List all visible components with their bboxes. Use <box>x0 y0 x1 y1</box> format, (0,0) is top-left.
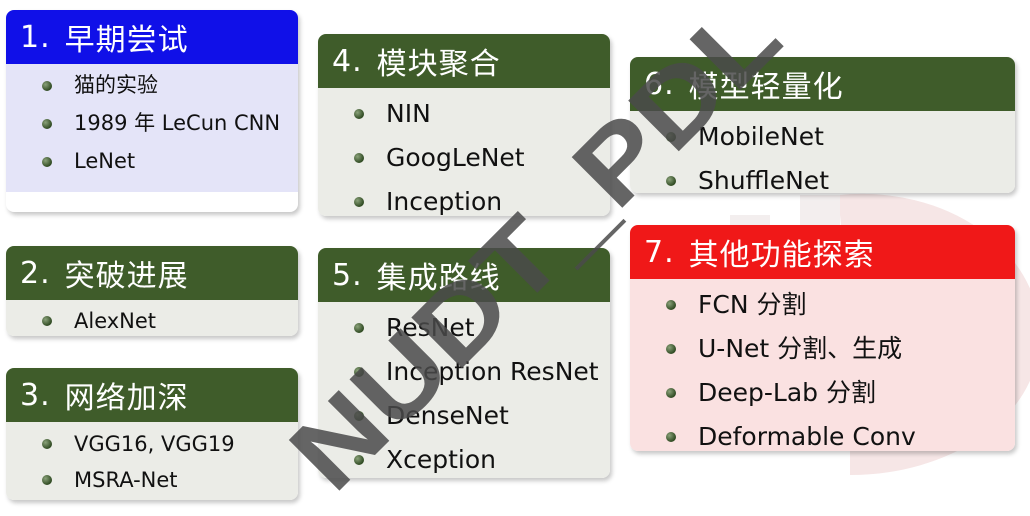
item-text: Xception <box>386 445 497 474</box>
block-ensemble-route: 5. 集成路线 ResNet Inception ResNet DenseNet… <box>318 248 610 478</box>
block-title: 模型轻量化 <box>688 70 844 105</box>
block-early-attempts: 1. 早期尝试 猫的实验 1989 年 LeCun CNN LeNet <box>6 10 298 212</box>
item-text: MSRA-Net <box>74 468 178 492</box>
block-title: 突破进展 <box>64 259 189 294</box>
item-text: MobileNet <box>698 122 824 151</box>
bullet-icon <box>666 132 676 142</box>
list-item: Xception <box>352 442 610 478</box>
item-text: Deformable Conv <box>698 422 916 451</box>
block-number: 3. <box>20 377 51 413</box>
bullet-icon <box>354 323 364 333</box>
item-text: U-Net 分割、生成 <box>698 334 903 363</box>
block-title: 早期尝试 <box>64 23 189 58</box>
block-other-explorations: 7. 其他功能探索 FCN 分割 U-Net 分割、生成 Deep-Lab 分割… <box>630 225 1015 451</box>
list-item: MobileNet <box>664 119 1015 155</box>
item-text: Inception <box>386 187 503 216</box>
item-list: MobileNet ShuffleNet <box>630 119 1015 193</box>
item-list: 猫的实验 1989 年 LeCun CNN LeNet <box>6 72 298 175</box>
block-number: 5. <box>332 257 363 293</box>
item-text: NIN <box>386 99 431 128</box>
list-item: U-Net 分割、生成 <box>664 331 1015 367</box>
bullet-icon <box>42 439 52 449</box>
block-title: 模块聚合 <box>376 47 501 82</box>
block-body: NIN GoogLeNet Inception <box>318 88 610 216</box>
block-number: 1. <box>20 19 51 55</box>
block-body: MobileNet ShuffleNet <box>630 111 1015 193</box>
item-text: LeNet <box>74 149 136 173</box>
bullet-icon <box>666 344 676 354</box>
list-item: AlexNet <box>40 308 298 334</box>
block-body: ResNet Inception ResNet DenseNet Xceptio… <box>318 302 610 478</box>
block-breakthrough: 2. 突破进展 AlexNet <box>6 246 298 336</box>
list-item: DenseNet <box>352 398 610 434</box>
bullet-icon <box>42 81 52 91</box>
block-header: 4. 模块聚合 <box>318 34 610 88</box>
item-text: Inception ResNet <box>386 357 599 386</box>
block-lightweight-models: 6. 模型轻量化 MobileNet ShuffleNet <box>630 57 1015 193</box>
block-number: 4. <box>332 43 363 79</box>
bullet-icon <box>666 388 676 398</box>
bullet-icon <box>354 367 364 377</box>
bullet-icon <box>42 475 52 485</box>
item-list: AlexNet <box>6 308 298 334</box>
item-text: ShuffleNet <box>698 166 829 193</box>
item-text: VGG16, VGG19 <box>74 432 235 456</box>
list-item: MSRA-Net <box>40 466 298 494</box>
item-text: FCN 分割 <box>698 290 807 319</box>
list-item: FCN 分割 <box>664 287 1015 323</box>
block-title: 集成路线 <box>376 261 501 296</box>
list-item: Deformable Conv <box>664 419 1015 451</box>
bullet-icon <box>666 176 676 186</box>
item-text: AlexNet <box>74 309 157 333</box>
bullet-icon <box>354 455 364 465</box>
item-text: DenseNet <box>386 401 509 430</box>
block-header: 5. 集成路线 <box>318 248 610 302</box>
item-list: FCN 分割 U-Net 分割、生成 Deep-Lab 分割 Deformabl… <box>630 287 1015 451</box>
bullet-icon <box>354 153 364 163</box>
block-body: AlexNet <box>6 300 298 336</box>
item-text: Deep-Lab 分割 <box>698 378 876 407</box>
item-text: GoogLeNet <box>386 143 525 172</box>
block-title: 网络加深 <box>64 381 189 416</box>
block-header: 3. 网络加深 <box>6 368 298 422</box>
list-item: VGG16, VGG19 <box>40 430 298 458</box>
bullet-icon <box>354 411 364 421</box>
list-item: NIN <box>352 96 610 132</box>
list-item: Inception ResNet <box>352 354 610 390</box>
block-number: 6. <box>644 66 675 102</box>
block-header: 7. 其他功能探索 <box>630 225 1015 279</box>
block-header: 1. 早期尝试 <box>6 10 298 64</box>
bullet-icon <box>666 300 676 310</box>
block-body: 猫的实验 1989 年 LeCun CNN LeNet <box>6 64 298 192</box>
block-number: 7. <box>644 234 675 270</box>
block-body: VGG16, VGG19 MSRA-Net <box>6 422 298 500</box>
bullet-icon <box>666 432 676 442</box>
block-header: 6. 模型轻量化 <box>630 57 1015 111</box>
bullet-icon <box>42 119 52 129</box>
item-list: NIN GoogLeNet Inception <box>318 96 610 216</box>
bullet-icon <box>354 109 364 119</box>
block-title: 其他功能探索 <box>688 238 875 273</box>
bullet-icon <box>42 316 52 326</box>
list-item: LeNet <box>40 148 298 175</box>
item-text: 猫的实验 <box>74 73 158 97</box>
bullet-icon <box>354 197 364 207</box>
block-number: 2. <box>20 255 51 291</box>
list-item: GoogLeNet <box>352 140 610 176</box>
block-module-aggregation: 4. 模块聚合 NIN GoogLeNet Inception <box>318 34 610 216</box>
list-item: 1989 年 LeCun CNN <box>40 110 298 137</box>
list-item: Deep-Lab 分割 <box>664 375 1015 411</box>
list-item: ResNet <box>352 310 610 346</box>
block-body: FCN 分割 U-Net 分割、生成 Deep-Lab 分割 Deformabl… <box>630 279 1015 451</box>
list-item: ShuffleNet <box>664 163 1015 193</box>
item-list: ResNet Inception ResNet DenseNet Xceptio… <box>318 310 610 478</box>
item-text: 1989 年 LeCun CNN <box>74 111 281 135</box>
block-header: 2. 突破进展 <box>6 246 298 300</box>
list-item: Inception <box>352 184 610 216</box>
list-item: 猫的实验 <box>40 72 298 99</box>
item-list: VGG16, VGG19 MSRA-Net <box>6 430 298 494</box>
bullet-icon <box>42 157 52 167</box>
block-deeper-networks: 3. 网络加深 VGG16, VGG19 MSRA-Net <box>6 368 298 500</box>
item-text: ResNet <box>386 313 475 342</box>
